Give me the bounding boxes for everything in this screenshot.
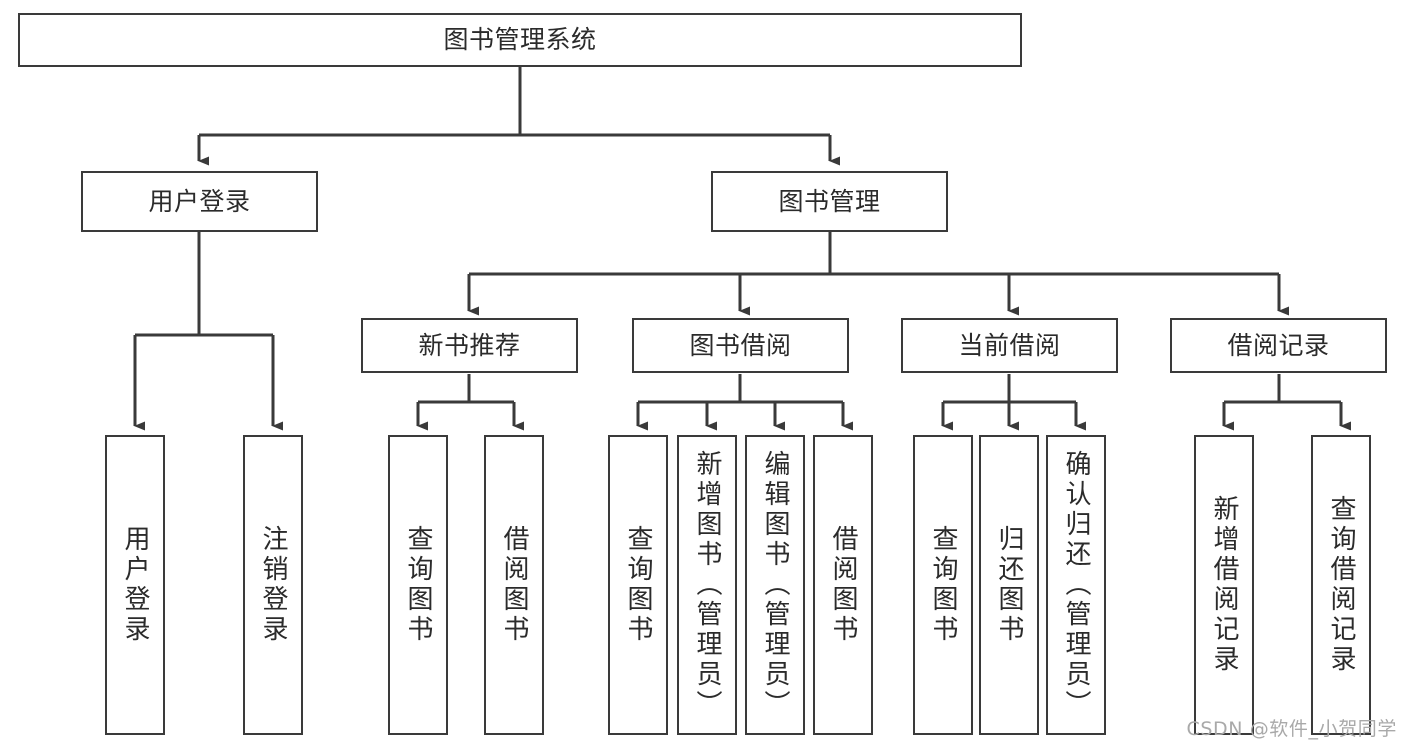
node-label: 查询借阅记录 [1326,495,1356,675]
node-leaf-edit-book[interactable]: 编辑图书（管理员） [745,435,805,735]
node-label: 当前借阅 [958,330,1061,360]
node-leaf-query-book-3[interactable]: 查询图书 [913,435,973,735]
node-label: 借阅图书 [828,525,858,645]
node-label: 查询图书 [623,525,653,645]
node-label: 确认归还（管理员） [1061,450,1091,720]
node-leaf-borrow-book-2[interactable]: 借阅图书 [813,435,873,735]
node-label: 图书管理 [778,186,881,216]
node-borrow-record[interactable]: 借阅记录 [1170,318,1387,373]
node-leaf-return-book[interactable]: 归还图书 [979,435,1039,735]
node-leaf-query-record[interactable]: 查询借阅记录 [1311,435,1371,735]
node-leaf-confirm-return[interactable]: 确认归还（管理员） [1046,435,1106,735]
node-book-borrow[interactable]: 图书借阅 [632,318,849,373]
node-leaf-borrow-book-1[interactable]: 借阅图书 [484,435,544,735]
node-label: 编辑图书（管理员） [760,450,790,720]
node-current-borrow[interactable]: 当前借阅 [901,318,1118,373]
node-user-login[interactable]: 用户登录 [81,171,318,232]
node-label: 图书管理系统 [443,25,597,54]
node-label: 用户登录 [120,525,150,645]
node-label: 新增图书（管理员） [692,450,722,720]
node-label: 注销登录 [258,525,288,645]
node-label: 新增借阅记录 [1209,495,1239,675]
node-leaf-add-book[interactable]: 新增图书（管理员） [677,435,737,735]
node-label: 新书推荐 [418,330,521,360]
node-label: 用户登录 [148,186,251,216]
node-leaf-add-record[interactable]: 新增借阅记录 [1194,435,1254,735]
node-leaf-query-book-1[interactable]: 查询图书 [388,435,448,735]
node-label: 借阅图书 [499,525,529,645]
node-label: 查询图书 [928,525,958,645]
node-leaf-query-book-2[interactable]: 查询图书 [608,435,668,735]
node-new-book-recommend[interactable]: 新书推荐 [361,318,578,373]
node-book-management[interactable]: 图书管理 [711,171,948,232]
node-root-book-management-system[interactable]: 图书管理系统 [18,13,1022,67]
node-leaf-user-login[interactable]: 用户登录 [105,435,165,735]
node-label: 借阅记录 [1227,330,1330,360]
watermark-text: CSDN @软件_小贺同学 [1186,718,1397,740]
node-label: 归还图书 [994,525,1024,645]
node-label: 图书借阅 [689,330,792,360]
node-leaf-logout-login[interactable]: 注销登录 [243,435,303,735]
node-label: 查询图书 [403,525,433,645]
